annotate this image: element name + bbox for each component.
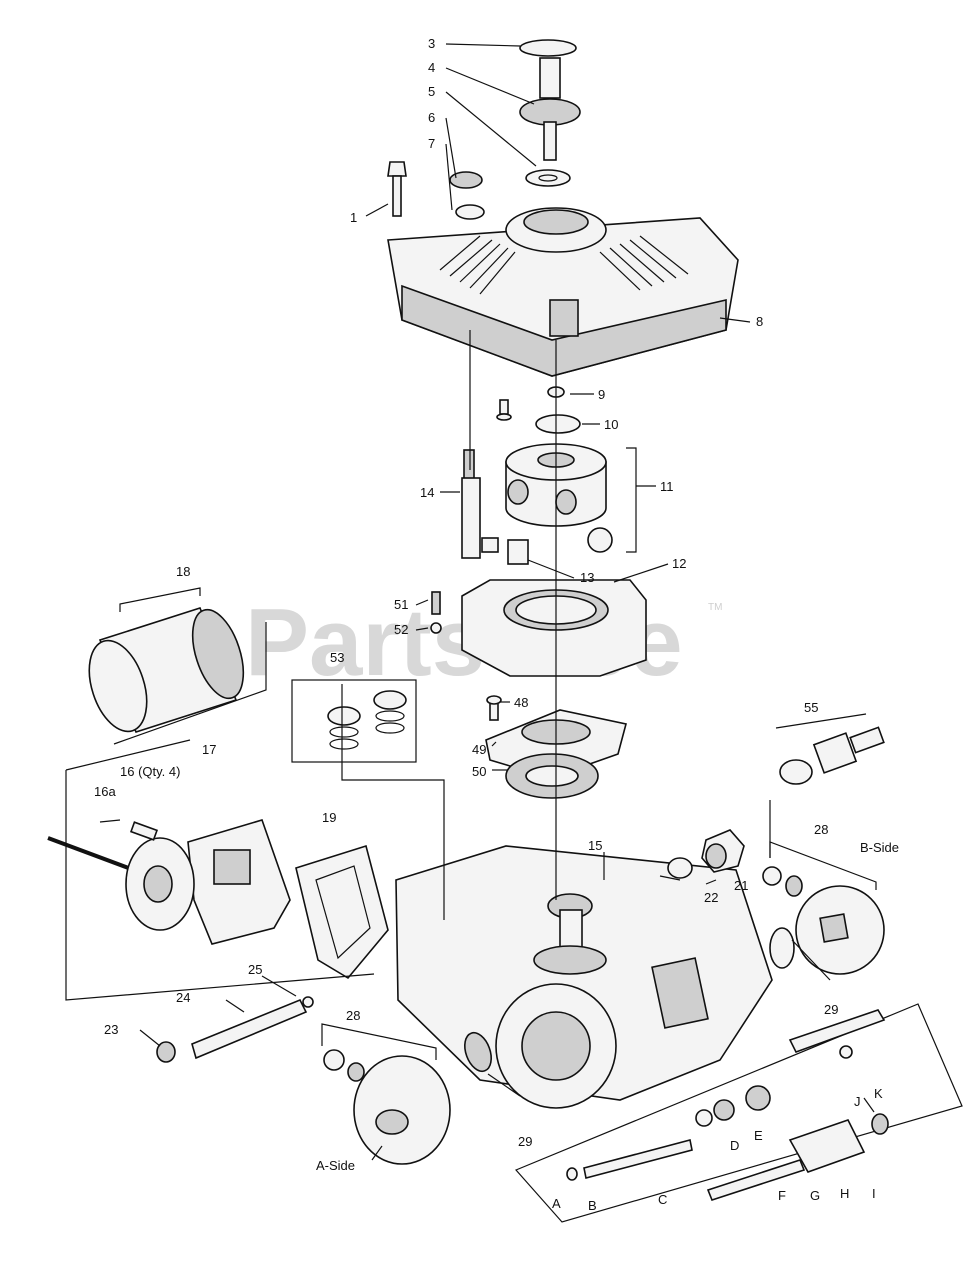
cylinder-block-11	[505, 443, 613, 553]
rod-upper	[788, 1009, 886, 1053]
bracket-18	[119, 587, 201, 612]
callout-a-side: A-Side	[316, 1158, 355, 1173]
check-valve-box-53	[291, 679, 417, 763]
bearing-plate-50	[505, 753, 599, 799]
callout-6: 6	[428, 110, 435, 125]
callout-16a: 16a	[94, 784, 116, 799]
gasket-19	[295, 844, 389, 980]
shaft-24	[191, 996, 314, 1060]
callout-55: 55	[804, 700, 818, 715]
o-ring-29-b	[769, 927, 795, 969]
callout-5: 5	[428, 84, 435, 99]
callout-13: 13	[580, 570, 594, 585]
o-ring-22	[667, 857, 693, 879]
shaft-14	[461, 449, 481, 559]
seal-23	[156, 1041, 176, 1063]
callout-29-b: 29	[824, 1002, 838, 1017]
callout-51: 51	[394, 597, 408, 612]
callout-A: A	[552, 1196, 561, 1211]
cooling-fins	[439, 235, 689, 295]
callout-b-side: B-Side	[860, 840, 899, 855]
piston-13	[481, 537, 529, 565]
callout-1: 1	[350, 210, 357, 225]
check-spring-51	[431, 591, 441, 615]
input-shaft-16a	[47, 836, 195, 931]
callout-14: 14	[420, 485, 434, 500]
clip-upper	[839, 1045, 853, 1059]
callout-18: 18	[176, 564, 190, 579]
a-side-end-cap-28	[323, 1049, 451, 1165]
callout-49: 49	[472, 742, 486, 757]
callout-4: 4	[428, 60, 435, 75]
callout-23: 23	[104, 1022, 118, 1037]
bolt-16	[129, 821, 159, 841]
callout-F: F	[778, 1188, 786, 1203]
callout-3: 3	[428, 36, 435, 51]
center-case-8	[387, 207, 739, 377]
callout-28-a: 28	[346, 1008, 360, 1023]
callout-48: 48	[514, 695, 528, 710]
callout-19: 19	[322, 810, 336, 825]
callout-24: 24	[176, 990, 190, 1005]
callout-G: G	[810, 1188, 820, 1203]
callout-21: 21	[734, 878, 748, 893]
screw-48	[486, 695, 502, 721]
b-side-end-cap-28	[762, 866, 885, 975]
callout-8: 8	[756, 314, 763, 329]
retaining-ring-3	[519, 39, 577, 57]
shaft-bearing-4	[519, 57, 581, 161]
callout-H: H	[840, 1186, 849, 1201]
swashplate-12	[461, 579, 647, 677]
watermark-trademark: TM	[708, 602, 722, 613]
callout-52: 52	[394, 622, 408, 637]
callout-labels: 3 4 5 6 7 1 8 9 10 11 14 12 13 18 51 52 …	[94, 36, 899, 1213]
callout-10: 10	[604, 417, 618, 432]
callout-15: 15	[588, 838, 602, 853]
washer-6	[525, 169, 571, 187]
rod-B	[583, 1139, 693, 1179]
plug-21	[701, 829, 745, 873]
spring-E	[745, 1085, 771, 1111]
nut-K	[871, 1113, 889, 1135]
callout-E: E	[754, 1128, 763, 1143]
callout-29-a: 29	[518, 1134, 532, 1149]
screw-small	[496, 399, 512, 421]
callout-28-b: 28	[814, 822, 828, 837]
leader-lines	[65, 43, 877, 1161]
callout-C: C	[658, 1192, 667, 1207]
callout-16-qty: 16 (Qty. 4)	[120, 764, 180, 779]
bypass-kit-box	[514, 1003, 963, 1223]
callout-D: D	[730, 1138, 739, 1153]
callout-12: 12	[672, 556, 686, 571]
callout-7: 7	[428, 136, 435, 151]
filter-18	[88, 607, 245, 733]
o-ring-29-a	[464, 1031, 492, 1073]
callout-17: 17	[202, 742, 216, 757]
callout-B: B	[588, 1198, 597, 1213]
pin-F	[706, 1159, 806, 1201]
callout-22: 22	[704, 890, 718, 905]
callout-50: 50	[472, 764, 486, 779]
fitting-55	[779, 726, 885, 785]
seal-7	[449, 171, 485, 220]
lever-H	[788, 1119, 866, 1173]
thrust-plate-10	[535, 414, 581, 434]
callout-11: 11	[660, 479, 674, 494]
bolt-1	[387, 161, 407, 217]
callout-J: J	[854, 1094, 861, 1109]
washer-A	[566, 1167, 578, 1181]
callout-I: I	[872, 1186, 876, 1201]
washer-D	[695, 1109, 713, 1127]
callout-25: 25	[248, 962, 262, 977]
callout-53: 53	[330, 650, 344, 665]
end-plate-17	[187, 819, 291, 945]
main-housing-15	[395, 845, 773, 1109]
seal-E	[713, 1099, 735, 1121]
ball-52	[430, 622, 442, 634]
callout-9: 9	[598, 387, 605, 402]
callout-K: K	[874, 1086, 883, 1101]
